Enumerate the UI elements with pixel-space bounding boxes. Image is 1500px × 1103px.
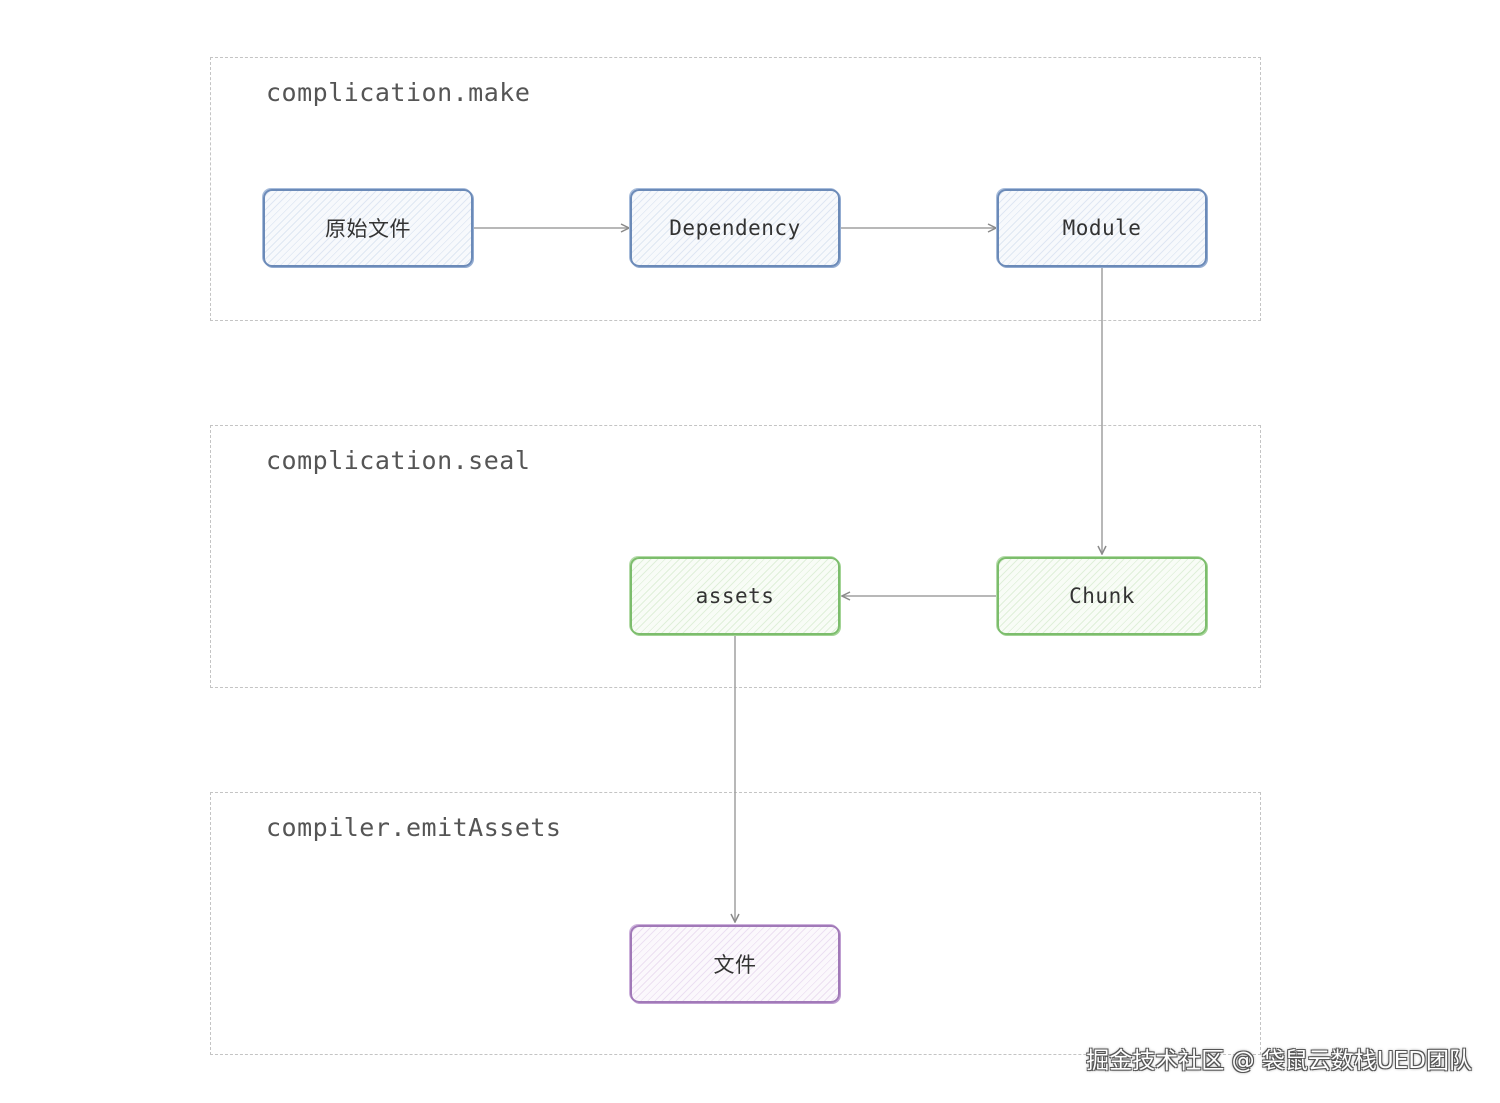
node-output-file-label: 文件 <box>713 953 757 977</box>
node-assets: assets <box>630 557 840 635</box>
node-source-file: 原始文件 <box>263 189 473 267</box>
group-seal-title: complication.seal <box>266 446 531 475</box>
watermark: 掘金技术社区 @ 袋鼠云数栈UED团队 <box>1086 1048 1472 1074</box>
group-make-title: complication.make <box>266 78 531 107</box>
node-output-file: 文件 <box>630 925 840 1003</box>
node-dependency-label: Dependency <box>669 216 801 240</box>
node-module-label: Module <box>1062 216 1142 240</box>
node-dependency: Dependency <box>630 189 840 267</box>
node-chunk: Chunk <box>997 557 1207 635</box>
group-make: complication.make <box>210 57 1261 321</box>
node-chunk-label: Chunk <box>1069 584 1135 608</box>
node-module: Module <box>997 189 1207 267</box>
node-assets-label: assets <box>695 584 775 608</box>
group-emit-title: compiler.emitAssets <box>266 813 562 842</box>
node-source-file-label: 原始文件 <box>325 217 411 241</box>
